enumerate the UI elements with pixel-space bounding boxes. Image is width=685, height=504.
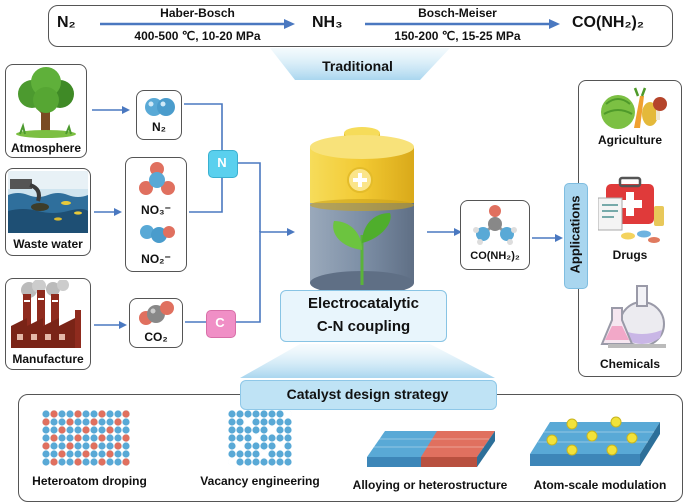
co2-molecule-icon (139, 301, 174, 325)
no2-molecule-label: NO₂⁻ (141, 252, 171, 266)
chemicals-label: Chemicals (599, 357, 661, 371)
heteroatom-lattice-icon (42, 410, 130, 466)
haber-bosch-conditions: 400-500 ℃, 10-20 MPa (134, 29, 261, 43)
traditional-banner-glow (270, 48, 450, 80)
center-title-line1: Electrocatalytic (308, 295, 419, 312)
battery-icon (310, 127, 414, 295)
carbon-node-label: C (215, 315, 225, 330)
tree-icon (16, 67, 76, 138)
n2-molecule-icon (145, 98, 175, 116)
trad-nh3: NH₃ (312, 14, 343, 31)
strategy-title: Catalyst design strategy (286, 386, 449, 402)
no3-molecule-label: NO₃⁻ (141, 203, 171, 217)
waste-water-icon (8, 171, 88, 233)
no3-molecule-icon (139, 162, 175, 195)
alloying-slab-icon (367, 431, 495, 467)
applications-title: Applications (567, 195, 583, 274)
n2-molecule-card (136, 90, 182, 140)
strategy-item-1: Heteroatom droping (32, 474, 147, 488)
strategy-item-2: Vacancy engineering (200, 474, 320, 488)
bosch-meiser-conditions: 150-200 ℃, 15-25 MPa (394, 29, 521, 43)
drugs-icon (598, 176, 664, 243)
manufacture-label: Manufacture (12, 352, 84, 366)
carbon-node (206, 310, 236, 338)
electrocatalytic-box (280, 290, 447, 342)
vegetables-icon (601, 87, 667, 129)
traditional-banner: Traditional (322, 58, 393, 74)
drugs-label: Drugs (612, 248, 648, 262)
chemicals-icon (600, 285, 666, 348)
applications-tab (564, 183, 588, 289)
trad-n2: N₂ (57, 14, 76, 31)
factory-icon (11, 280, 81, 348)
urea-product-label: CO(NH₂)₂ (470, 250, 520, 262)
n2-molecule-label: N₂ (152, 120, 166, 134)
waste-water-label: Waste water (13, 237, 83, 251)
trad-urea: CO(NH₂)₂ (572, 14, 644, 31)
co2-molecule-label: CO₂ (144, 330, 168, 344)
vacancy-lattice-icon (228, 410, 292, 466)
nitrogen-node-label: N (217, 155, 227, 170)
atom-scale-slab-icon (530, 416, 660, 466)
haber-bosch-label: Haber-Bosch (160, 6, 235, 20)
strategy-banner (240, 380, 497, 410)
center-title-line2: C-N coupling (316, 318, 411, 335)
nitrogen-node (208, 150, 238, 178)
bosch-meiser-label: Bosch-Meiser (418, 6, 497, 20)
urea-molecule-icon (473, 205, 517, 245)
strategy-item-3: Alloying or heterostructure (352, 478, 508, 492)
atmosphere-label: Atmosphere (10, 141, 81, 155)
agriculture-label: Agriculture (597, 133, 662, 147)
traditional-arrows (100, 19, 560, 29)
traditional-route-panel (48, 5, 673, 47)
no2-molecule-icon (140, 225, 175, 243)
strategy-item-4: Atom-scale modulation (533, 478, 667, 492)
